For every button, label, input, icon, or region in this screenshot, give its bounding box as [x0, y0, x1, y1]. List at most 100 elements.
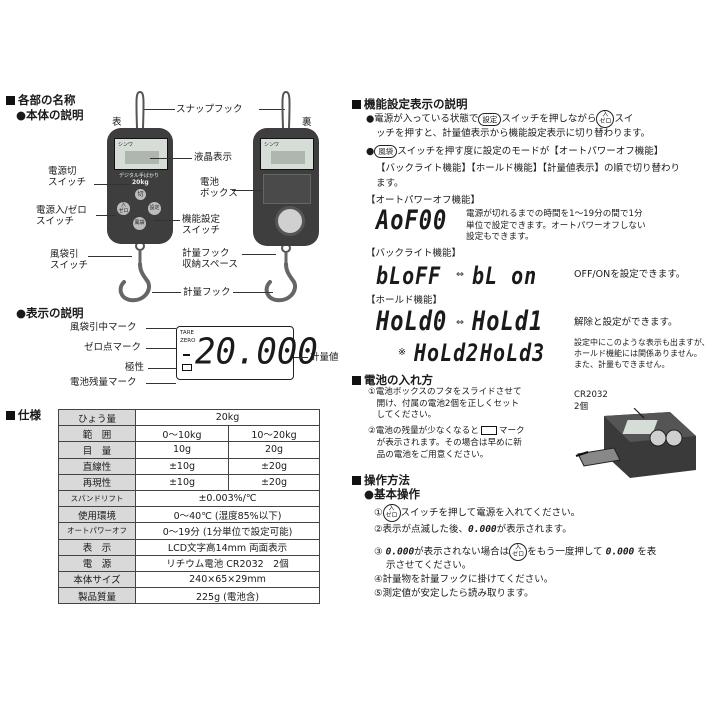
device-name-text: デジタル手ばかり [119, 173, 160, 179]
scale-front-illustration: シンワ デジタル手ばかり 20kg 切 入 ゼロ 設定 風袋 [100, 88, 180, 310]
power-switch-label: 電源切 スイッチ [48, 166, 87, 188]
backlight-heading: 【バックライト機能】 [366, 248, 462, 259]
lcd-screen-back: シンワ [260, 138, 314, 170]
spec-key: 使用環境 [58, 506, 136, 524]
backlight-off-segment: bLoFF [376, 261, 442, 290]
square-bullet-icon [6, 411, 15, 420]
hold-3-segment: HoLd3 [480, 338, 546, 367]
front-label: 表 [112, 117, 122, 128]
battery-box[interactable] [263, 174, 311, 204]
hold-1-segment: HoLd1 [472, 307, 544, 337]
auto-off-desc: 電源が切れるまでの時間を1〜19分の間で1分 単位で設定できます。オートパワーオ… [466, 209, 646, 242]
hold-desc: 解除と設定ができます。 [574, 317, 678, 328]
on-zero-button[interactable]: 入 ゼロ [117, 202, 130, 215]
spec-key: 再現性 [58, 473, 136, 491]
ops-step5: ⑤測定値が安定したら読み取ります。 [374, 588, 534, 599]
lcd-display-diagram: TARE ZERO 20.000 [176, 326, 318, 380]
device-capacity-text: 20kg [132, 179, 149, 186]
spec-title: 仕様 [6, 407, 41, 423]
auto-off-segment: AoF00 [376, 206, 448, 236]
backlight-on-segment: bL on [472, 261, 538, 290]
display-subtitle: ●表示の説明 [16, 306, 84, 320]
spec-row: 再現性±10g±20g [58, 473, 320, 491]
square-bullet-icon [6, 96, 15, 105]
spec-value-range2: ±20g [228, 473, 320, 491]
spec-key: 目 量 [58, 441, 136, 459]
hold-arrow-icon: ⇔ [456, 317, 464, 328]
function-switch-label: 機能設定 スイッチ [182, 214, 221, 236]
off-button[interactable]: 切 [135, 189, 146, 200]
func-para2-line3: ます。 [376, 178, 404, 189]
tare-indicator: TARE [180, 330, 194, 336]
on-zero-key-icon: 入ゼロ [509, 543, 528, 561]
polarity-label: 極性 [125, 362, 145, 373]
func-para2-line2: 【バックライト機能】【ホールド機能】【計量値表示】の順で切り替わり [376, 163, 681, 174]
hold-0-segment: HoLd0 [376, 307, 448, 337]
hook-storage-label: 計量フック 収納スペース [182, 248, 238, 270]
parts-subtitle: ●本体の説明 [16, 108, 84, 122]
battery-icon [182, 364, 192, 371]
setting-button[interactable]: 設定 [148, 202, 161, 215]
spec-value-range1: 0〜10kg [135, 425, 229, 443]
ops-step4: ④計量物を計量フックに掛けてください。 [374, 574, 554, 585]
back-label: 裏 [302, 117, 312, 128]
battery-low-mark-icon [480, 426, 497, 435]
spec-value: 225g (電池含) [135, 587, 320, 605]
brand-text-back: シンワ [264, 142, 280, 148]
power-zero-label: 電源入/ゼロ スイッチ [36, 205, 87, 227]
tare-button[interactable]: 風袋 [133, 217, 146, 230]
snap-hook-label: スナップフック [176, 104, 243, 115]
ops-step2: ②表示が点滅した後、0.000が表示されます。 [374, 524, 572, 535]
battery-step1: ①電池ボックスのフタをスライドさせて 開け、付属の電池2個を正しくセット してく… [368, 387, 522, 420]
hold-note: 設定中にこのような表示も出ますが、 ホールド機能には関係ありません。 また、計量… [574, 338, 710, 369]
spec-value: ±0.003%/℃ [135, 489, 320, 508]
battery-mark-label: 電池残量マーク [70, 377, 137, 388]
ops-title: 操作方法 [352, 472, 410, 488]
ops-step3-line2: 示させてください。 [386, 560, 472, 571]
backlight-arrow-icon: ⇔ [456, 269, 464, 280]
zero-mark-label: ゼロ点マーク [84, 342, 142, 353]
spec-key: ひょう量 [58, 408, 136, 427]
ops-step3-line1: ③ 0.000が表示されない場合は入ゼロをもう一度押して 0.000 を表 [374, 543, 656, 561]
spec-key: スパンドリフト [58, 489, 136, 508]
spec-key: オートパワーオフ [58, 522, 136, 540]
spec-value: 20kg [135, 408, 320, 427]
hook-storage-space [275, 206, 305, 236]
spec-value-range1: ±10g [135, 473, 229, 491]
scale-back-illustration: シンワ [246, 88, 326, 310]
spec-value-range1: 10g [135, 441, 229, 459]
setting-key-icon: 設定 [478, 112, 502, 126]
spec-row: 直線性±10g±20g [58, 457, 320, 475]
reading-digits: 20.000 [195, 331, 318, 373]
battery-step2-line1: ②電池の残量が少なくなるとマーク [368, 426, 525, 436]
value-label: 計量値 [310, 352, 339, 363]
square-bullet-icon [352, 100, 361, 109]
spec-value-range1: ±10g [135, 457, 229, 475]
brand-text: シンワ [118, 142, 134, 148]
lcd-screen-front: シンワ [114, 138, 168, 170]
spec-value: 0〜19分 (1分単位で設定可能) [135, 522, 320, 540]
auto-off-heading: 【オートパワーオフ機能】 [366, 195, 481, 206]
spec-value-range2: 20g [228, 441, 320, 459]
spec-value-range2: 10〜20kg [228, 425, 320, 443]
spec-key: 範 囲 [58, 425, 136, 443]
hook-label: 計量フック [183, 287, 231, 298]
spec-row: 電 源リチウム電池 CR2032 2個 [58, 554, 320, 572]
on-zero-key-icon: 入ゼロ [596, 110, 615, 128]
lcd-label: 液晶表示 [194, 152, 233, 163]
tare-switch-label: 風袋引 スイッチ [50, 249, 89, 271]
spec-key: 本体サイズ [58, 570, 136, 589]
func-para2-line1: ●風袋スイッチを押す度に設定のモードが【オートパワーオフ機能】 [366, 145, 664, 158]
spec-row: スパンドリフト±0.003%/℃ [58, 489, 320, 508]
square-bullet-icon [352, 376, 361, 385]
spec-value: LCD文字高14mm 両面表示 [135, 538, 320, 556]
func-para1-line1: ●電源が入っている状態で設定スイッチを押しながら入ゼロスイ [366, 110, 633, 128]
